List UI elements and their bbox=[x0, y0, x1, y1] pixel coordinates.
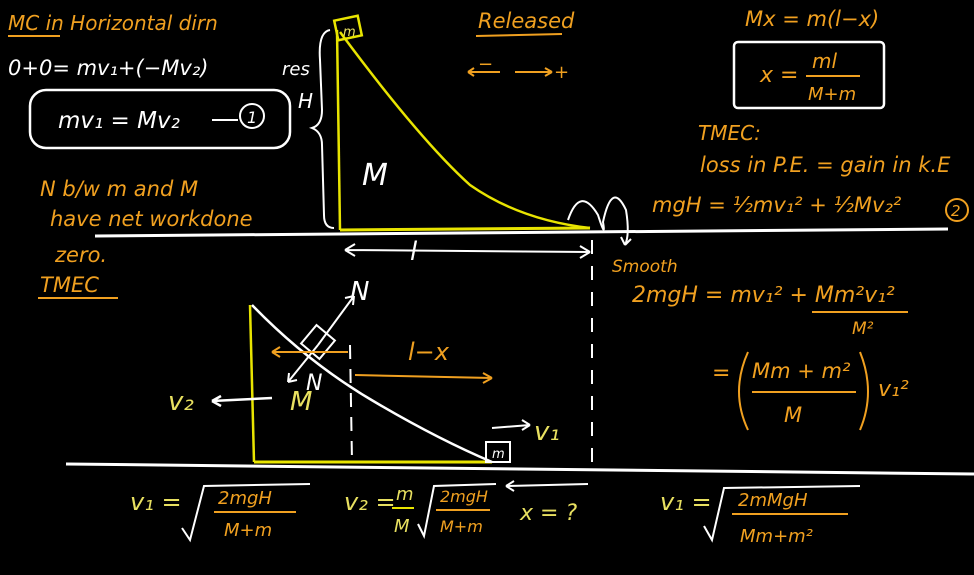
simplified-num: Mm + m² bbox=[752, 359, 851, 383]
momentum-result: mv₁ = Mv₂ bbox=[58, 108, 180, 134]
result-v2-root bbox=[417, 483, 497, 540]
rest-label: res bbox=[282, 59, 310, 80]
result-v1-root bbox=[181, 483, 311, 543]
simplified-eq-sign: = bbox=[712, 361, 730, 386]
displacement-equation: Mx = m(l−x) bbox=[745, 7, 879, 31]
v1-arrow bbox=[491, 419, 531, 431]
simplified-v: v₁² bbox=[878, 377, 909, 402]
x-result-den: M+m bbox=[808, 84, 856, 105]
top-wedge-label: M bbox=[362, 158, 388, 193]
simplified-paren-right bbox=[859, 351, 869, 431]
result-v2-den: M+m bbox=[440, 517, 483, 536]
normal-label: N bbox=[350, 277, 369, 307]
l-minus-x-arrow bbox=[271, 346, 493, 384]
top-wedge-vertical bbox=[335, 29, 342, 231]
result-v1b-den: Mm+m² bbox=[740, 526, 813, 547]
eq1-circle bbox=[239, 103, 265, 129]
l-minus-x-label: l−x bbox=[408, 338, 450, 366]
top-base-arrow bbox=[344, 243, 591, 259]
x-result-num: ml bbox=[812, 49, 837, 73]
sign-minus: − bbox=[478, 54, 493, 75]
result-v1b-root bbox=[703, 485, 861, 543]
eq2-number: 2 bbox=[951, 202, 961, 220]
normal-label-reaction: N bbox=[306, 371, 322, 396]
result-v1b-num: 2mMgH bbox=[738, 490, 808, 511]
loss-gain-equation: loss in P.E. = gain in k.E bbox=[700, 153, 951, 177]
top-wedge-curve bbox=[338, 31, 591, 230]
top-wedge-base bbox=[339, 226, 591, 232]
v2-label: v₂ bbox=[168, 387, 194, 417]
height-label: H bbox=[298, 89, 313, 113]
result-v2-frac-den: M bbox=[394, 516, 410, 537]
top-height-brace bbox=[308, 29, 335, 229]
smooth-loops bbox=[567, 196, 632, 246]
substitution-lhs: 2mgH = mv₁² + Mm²v₁² bbox=[632, 283, 895, 308]
normal-note-line3: zero. bbox=[54, 243, 107, 267]
normal-note-line2: have net workdone bbox=[50, 207, 253, 231]
x-result-lhs: x = bbox=[759, 63, 798, 88]
result-v1-num: 2mgH bbox=[218, 488, 272, 509]
simplified-den: M bbox=[784, 403, 802, 427]
x-question: x = ? bbox=[519, 501, 577, 526]
normal-force-arrow bbox=[317, 295, 355, 346]
ground-line-bottom bbox=[65, 462, 974, 476]
released-label: Released bbox=[478, 9, 575, 33]
eq1-number: 1 bbox=[247, 108, 257, 127]
result-v1-den: M+m bbox=[224, 520, 272, 541]
smooth-label: Smooth bbox=[612, 257, 678, 277]
v2-arrow bbox=[211, 394, 273, 408]
tmec-right-title: TMEC: bbox=[698, 121, 761, 145]
bottom-block-label: m bbox=[492, 447, 505, 462]
base-length-label: l bbox=[410, 237, 418, 267]
simplified-paren-left bbox=[738, 351, 749, 431]
energy-equation: mgH = ½mv₁² + ½Mv₂² bbox=[652, 193, 902, 217]
substitution-den: M² bbox=[852, 319, 874, 339]
released-underline bbox=[475, 33, 563, 37]
normal-note-line1: N b/w m and M bbox=[40, 177, 198, 201]
ground-line-top bbox=[94, 227, 949, 238]
result-v1b-lhs: v₁ = bbox=[660, 488, 712, 516]
top-wedge-diagram bbox=[308, 29, 632, 259]
bottom-dashed-marker bbox=[349, 344, 353, 463]
tmec-left: TMEC bbox=[40, 273, 99, 297]
bottom-wedge-vertical bbox=[248, 304, 256, 463]
bottom-block bbox=[485, 441, 511, 463]
bottom-wedge-label: M bbox=[290, 387, 312, 417]
momentum-title: MC in Horizontal dirn bbox=[8, 11, 218, 35]
result-v2-lhs: v₂ = bbox=[344, 488, 396, 516]
x-question-arrow bbox=[505, 480, 589, 492]
momentum-result-box bbox=[28, 88, 292, 150]
top-block bbox=[332, 14, 364, 42]
v1-label: v₁ bbox=[534, 417, 560, 447]
eq2-circle bbox=[945, 198, 969, 222]
bottom-wedge-diagram bbox=[248, 304, 493, 464]
result-v2-frac-num: m bbox=[396, 484, 414, 505]
sign-arrows bbox=[467, 67, 553, 77]
bottom-wedge-curve bbox=[251, 304, 493, 464]
momentum-equation: 0+0= mv₁+(−Mv₂) bbox=[8, 56, 208, 80]
sign-plus: + bbox=[554, 62, 569, 83]
result-v2-num: 2mgH bbox=[440, 487, 488, 506]
result-v1-lhs: v₁ = bbox=[130, 488, 182, 516]
top-block-label: m bbox=[343, 25, 356, 40]
x-result-box bbox=[732, 40, 886, 110]
